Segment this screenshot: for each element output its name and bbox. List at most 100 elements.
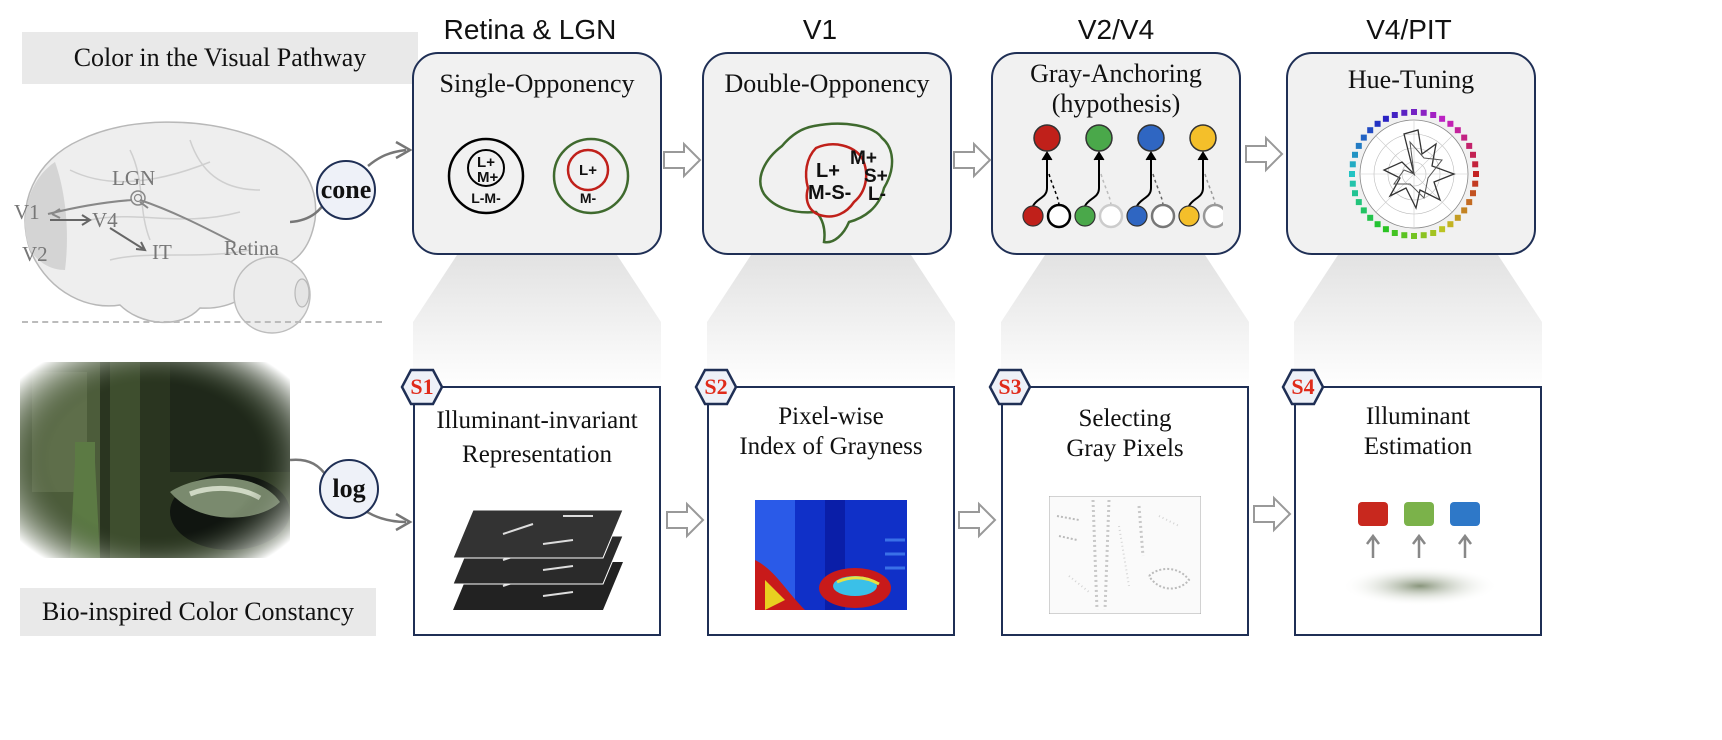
cell2-line2: M- <box>579 190 597 206</box>
hue-ring-swatch <box>1454 127 1461 134</box>
hollow-arrow-icon <box>1245 135 1284 173</box>
anchor-unit-blue <box>1126 124 1176 229</box>
step-s1-title-line1: Illuminant-invariant <box>436 407 638 434</box>
hue-ring-swatch <box>1472 161 1479 168</box>
step-s2-title-line2: Index of Grayness <box>739 433 923 460</box>
hue-ring-swatch <box>1367 127 1374 134</box>
stage-head-retina-lgn: Retina & LGN <box>443 14 617 45</box>
hue-ring-swatch <box>1360 134 1367 141</box>
section-divider <box>22 321 382 323</box>
step-s4-badge: S4 <box>1281 368 1325 406</box>
hue-ring-swatch <box>1352 190 1358 197</box>
hue-ring-swatch <box>1401 109 1408 116</box>
hue-ring-swatch <box>1352 151 1358 158</box>
gray-anchoring-box: Gray-Anchoring (hypothesis) <box>991 52 1241 255</box>
stage-head-v4-pit: V4/PIT <box>1366 14 1452 45</box>
cell1-line2: M+ <box>477 169 499 186</box>
scene-photo <box>20 362 290 558</box>
hexagon-badge-icon <box>988 368 1032 406</box>
funnel-4 <box>1294 254 1542 390</box>
hue-ring-swatch <box>1470 190 1476 197</box>
it-label: IT <box>152 240 172 264</box>
anchor-unit-green <box>1074 124 1124 229</box>
stage-head-v1: V1 <box>802 14 838 45</box>
gray-pixels-map <box>1049 496 1201 614</box>
hue-ring-swatch <box>1411 109 1417 115</box>
hue-ring-swatch <box>1472 180 1479 187</box>
invariant-representation-stack <box>452 509 624 610</box>
double-opponent-cell-diagram <box>759 122 894 244</box>
hue-ring-swatch <box>1470 151 1476 158</box>
v1-label: V1 <box>14 200 40 224</box>
hue-ring-swatch <box>1420 109 1427 116</box>
hue-ring-swatch <box>1439 115 1446 122</box>
hue-ring-swatch <box>1355 142 1362 149</box>
cone-pill: cone <box>316 160 376 220</box>
anchor-unit-red <box>1022 124 1072 229</box>
step-s3-box: Selecting Gray Pixels <box>1001 386 1249 636</box>
hue-tuning-box: Hue-Tuning <box>1286 52 1536 255</box>
step-s4-badge-text: S4 <box>1291 374 1315 399</box>
hollow-arrow-icon <box>666 501 705 539</box>
hue-ring-swatch <box>1430 230 1437 236</box>
grayness-index-map <box>755 500 907 610</box>
estimate-green-swatch <box>1404 502 1434 526</box>
hue-ring-swatch <box>1411 233 1417 239</box>
cone-pill-text: cone <box>320 175 372 204</box>
opponent-cells-diagram <box>447 137 630 215</box>
hollow-arrow-icon <box>1253 495 1292 533</box>
retina-label: Retina <box>224 236 279 260</box>
hue-ring-swatch <box>1466 142 1473 149</box>
visual-pathway-label-text: Color in the Visual Pathway <box>73 43 367 72</box>
do-label-m-plus: M+ <box>850 148 877 169</box>
hue-ring-swatch <box>1382 226 1389 233</box>
step-s3-title-line2: Gray Pixels <box>1066 435 1184 462</box>
hue-tuning-title: Hue-Tuning <box>1347 65 1475 94</box>
estimate-red-swatch <box>1358 502 1388 526</box>
single-opponency-box: Single-Opponency L+ M+ L-M- L+ M- <box>412 52 662 255</box>
funnel-3 <box>1001 254 1249 390</box>
step-s3-badge-text: S3 <box>998 374 1022 399</box>
hue-ring-swatch <box>1349 171 1355 177</box>
gray-anchoring-subtitle: (hypothesis) <box>1051 89 1181 118</box>
funnel-2 <box>707 254 955 390</box>
step-s1-box: Illuminant-invariant Representation <box>413 386 661 636</box>
hue-ring-swatch <box>1391 230 1398 236</box>
step-s4-title-line2: Estimation <box>1363 433 1473 460</box>
hue-ring-swatch <box>1367 214 1374 221</box>
gray-anchoring-diagram <box>1022 124 1223 229</box>
hexagon-badge-icon <box>400 368 444 406</box>
log-pill: log <box>319 459 379 519</box>
brain-illustration <box>24 121 317 334</box>
step-s3-badge: S3 <box>988 368 1032 406</box>
step-s1-badge-text: S1 <box>410 374 434 399</box>
hue-ring-swatch <box>1382 115 1389 122</box>
v4-label: V4 <box>92 208 118 232</box>
hue-ring-swatch <box>1391 112 1398 118</box>
step-s2-box: Pixel-wise Index of Grayness <box>707 386 955 636</box>
hue-ring-swatch <box>1420 232 1427 239</box>
step-s4-title-line1: Illuminant <box>1365 403 1471 430</box>
step-s2-badge: S2 <box>694 368 738 406</box>
cell2-line1: L+ <box>579 162 597 179</box>
hue-ring-swatch <box>1355 199 1362 206</box>
hollow-arrow-icon <box>663 141 702 179</box>
anchor-unit-yellow <box>1178 124 1223 229</box>
color-constancy-label-text: Bio-inspired Color Constancy <box>42 597 354 626</box>
funnel-1 <box>413 254 661 390</box>
eye-icon <box>233 256 311 334</box>
color-constancy-label: Bio-inspired Color Constancy <box>20 588 376 636</box>
visual-pathway-label: Color in the Visual Pathway <box>22 32 418 84</box>
hue-ring-swatch <box>1360 207 1367 214</box>
do-label-m-s: M-S- <box>808 182 852 204</box>
cell1-line1: L+ <box>477 154 495 171</box>
hue-ring-swatch <box>1461 134 1468 141</box>
double-opponency-title: Double-Opponency <box>724 69 930 98</box>
hue-tuning-polar-plot <box>1349 109 1479 239</box>
log-pill-text: log <box>332 474 366 503</box>
hexagon-badge-icon <box>1281 368 1325 406</box>
hue-ring-swatch <box>1349 161 1356 168</box>
cell1-line3: L-M- <box>471 190 501 206</box>
hue-ring-swatch <box>1447 120 1454 127</box>
do-label-s-plus: S+ <box>864 166 888 187</box>
